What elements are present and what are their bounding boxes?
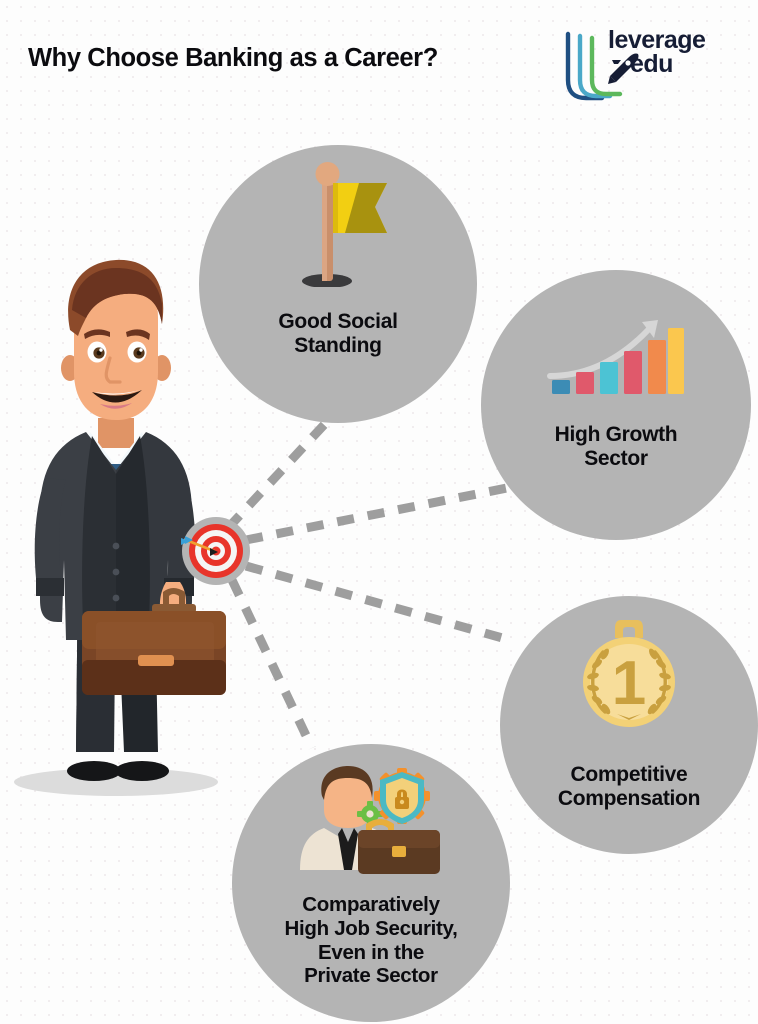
character-neck (98, 418, 134, 448)
bubble-label-high-job-security: Comparatively High Job Security, Even in… (284, 893, 458, 988)
brand-logo[interactable]: leverage edu (556, 24, 721, 108)
logo-line-1: leverage (608, 26, 706, 54)
bubble-label-competitive-compensation: Competitive Compensation (557, 763, 701, 811)
header: Why Choose Banking as a Career? leverage… (0, 0, 758, 115)
medal-number: 1 (612, 649, 646, 718)
character-arm-left (34, 478, 66, 594)
character-shadow (14, 768, 218, 796)
dart-icon (181, 536, 218, 556)
connector-to-growth (245, 482, 513, 545)
character-vest-left (82, 436, 116, 640)
page-title: Why Choose Banking as a Career? (28, 44, 438, 72)
shield-lock-icon (380, 772, 424, 824)
character-button-2 (112, 568, 120, 576)
book-pages-rocket-icon (565, 31, 639, 101)
character-head (61, 259, 171, 420)
character-shoe-left (67, 761, 121, 781)
character-button-1 (112, 542, 120, 550)
bubble-high-growth-sector[interactable]: High Growth Sector (481, 270, 751, 540)
character-vest-right (116, 436, 150, 640)
character-shoe-right (115, 761, 169, 781)
character-pocket-left (36, 578, 64, 596)
logo-line-2: edu (630, 50, 673, 78)
briefcase-icon (358, 819, 440, 874)
gold-medal-icon: 1 (575, 616, 683, 737)
bubble-competitive-compensation[interactable]: 1 Competitive Compensation (500, 596, 758, 854)
connector-to-security (227, 578, 317, 750)
connector-to-social (224, 408, 340, 532)
character-briefcase (82, 588, 226, 695)
bubble-label-high-growth-sector: High Growth Sector (554, 423, 678, 471)
bubble-high-job-security[interactable]: Comparatively High Job Security, Even in… (232, 744, 510, 1022)
flag-icon (283, 155, 393, 292)
job-security-shield-briefcase-icon (300, 766, 442, 879)
bar-chart-growth-icon (546, 318, 686, 401)
logo-wordmark: leverage edu (608, 26, 706, 78)
bubble-label-good-social-standing: Good Social Standing (278, 310, 398, 358)
bubble-good-social-standing[interactable]: Good Social Standing (199, 145, 477, 423)
character-button-3 (112, 594, 120, 602)
connector-to-compensation (244, 561, 508, 644)
